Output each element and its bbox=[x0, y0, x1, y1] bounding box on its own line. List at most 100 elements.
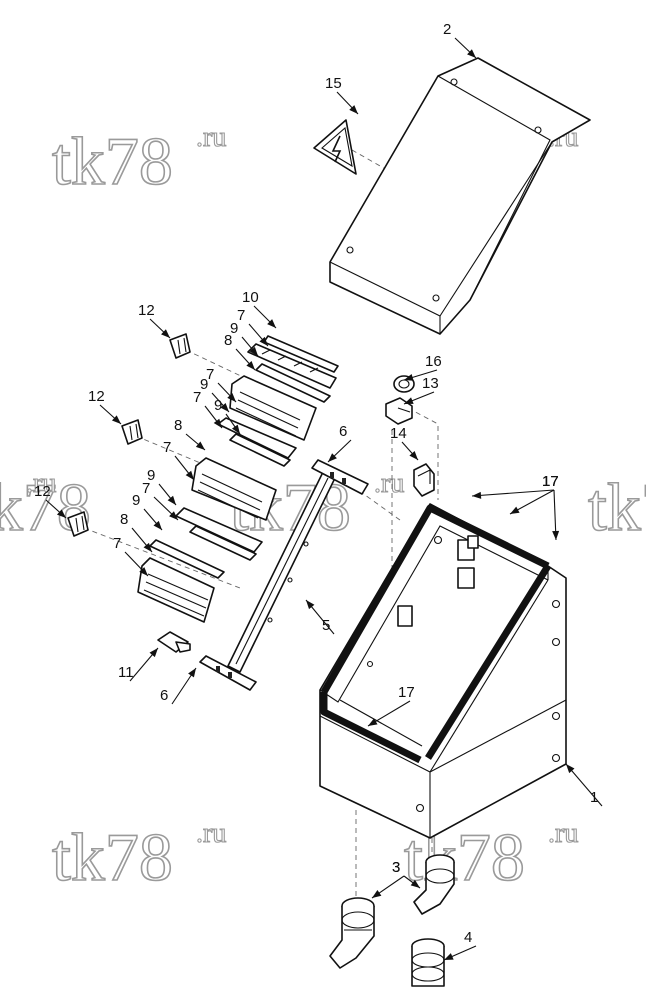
callout-arrowhead bbox=[149, 648, 158, 658]
callout-8: 8 bbox=[120, 511, 153, 553]
callout-6: 6 bbox=[327, 423, 352, 463]
callout-17: 17 bbox=[542, 473, 560, 541]
watermark-suffix: .ru bbox=[374, 468, 404, 499]
callout-arrowhead bbox=[306, 600, 315, 610]
callout-16: 16 bbox=[403, 353, 442, 381]
callout-label: 12 bbox=[138, 302, 155, 319]
part-connector-plug bbox=[157, 631, 191, 653]
callout-6: 6 bbox=[160, 667, 197, 705]
callout-arrowhead bbox=[195, 441, 205, 450]
callout-leader-line bbox=[471, 489, 555, 497]
watermark-text: tk78 bbox=[588, 469, 646, 545]
callout-12: 12 bbox=[138, 302, 171, 339]
callout-7: 7 bbox=[163, 439, 195, 481]
callout-arrowhead bbox=[153, 520, 162, 530]
part-warning-sticker bbox=[313, 119, 357, 175]
callout-label: 9 bbox=[230, 320, 238, 337]
callout-label: 4 bbox=[464, 929, 472, 946]
callout-7: 7 bbox=[206, 366, 237, 403]
callout-4: 4 bbox=[443, 929, 477, 961]
callout-label: 6 bbox=[339, 423, 347, 440]
part-jumper-1 bbox=[169, 333, 191, 359]
callout-7: 7 bbox=[142, 480, 179, 521]
part-end-stop-upper bbox=[311, 459, 369, 495]
callout-label: 13 bbox=[422, 375, 439, 392]
callout-label: 7 bbox=[193, 389, 201, 406]
callout-label: 17 bbox=[542, 473, 559, 490]
callout-arrowhead bbox=[188, 668, 196, 678]
callout-arrowhead bbox=[246, 360, 255, 370]
part-end-stop-lower bbox=[199, 655, 257, 691]
callout-arrowhead bbox=[220, 402, 229, 412]
callout-arrowhead bbox=[372, 890, 382, 898]
callout-17: 17 bbox=[471, 473, 559, 499]
callout-label: 5 bbox=[322, 617, 330, 634]
callout-leader-line bbox=[565, 763, 603, 807]
callout-label: 6 bbox=[160, 687, 168, 704]
callout-label: 8 bbox=[174, 417, 182, 434]
callout-label: 11 bbox=[118, 664, 134, 681]
callout-arrowhead bbox=[467, 49, 476, 58]
callout-arrowhead bbox=[349, 105, 358, 114]
callout-7: 7 bbox=[193, 389, 223, 429]
callout-arrowhead bbox=[368, 718, 378, 726]
part-terminal-block-row-3 bbox=[175, 457, 277, 561]
callout-12: 12 bbox=[88, 388, 122, 425]
callout-label: 8 bbox=[224, 332, 232, 349]
callout-arrowhead bbox=[444, 953, 454, 960]
watermark-suffix: .ru bbox=[548, 818, 578, 849]
part-gasket-seals bbox=[320, 504, 551, 764]
callout-arrowhead bbox=[552, 530, 560, 540]
callout-label: 14 bbox=[390, 425, 407, 442]
callout-arrowhead bbox=[404, 397, 414, 404]
callout-arrowhead bbox=[143, 542, 152, 552]
callout-label: 7 bbox=[142, 480, 150, 497]
callout-arrowhead bbox=[227, 393, 236, 402]
part-cable-gland-left bbox=[329, 897, 375, 969]
watermark-text: tk78 bbox=[52, 123, 173, 199]
callout-arrowhead bbox=[259, 336, 268, 346]
callout-arrowhead bbox=[111, 415, 121, 424]
watermark-suffix: .ru bbox=[196, 122, 226, 153]
watermark-top-left: tk78 .ru bbox=[51, 121, 227, 199]
callout-arrowhead bbox=[328, 453, 337, 462]
callout-11: 11 bbox=[118, 647, 159, 682]
callout-arrowhead bbox=[169, 511, 178, 520]
watermark-suffix: .ru bbox=[26, 468, 56, 499]
callout-arrowhead bbox=[185, 470, 194, 480]
part-cover-lid bbox=[329, 57, 591, 335]
callout-arrowhead bbox=[404, 374, 414, 381]
callout-14: 14 bbox=[390, 425, 419, 461]
callout-12: 12 bbox=[34, 483, 67, 519]
callout-8: 8 bbox=[174, 417, 206, 451]
callout-label: 9 bbox=[214, 397, 222, 414]
callout-label: 1 bbox=[590, 789, 598, 806]
callout-7: 7 bbox=[113, 535, 149, 577]
callout-arrowhead bbox=[249, 346, 258, 356]
callout-label: 10 bbox=[242, 289, 259, 306]
callout-9: 9 bbox=[132, 492, 163, 531]
callout-arrowhead bbox=[409, 450, 418, 460]
callout-2: 2 bbox=[443, 21, 477, 59]
callout-label: 12 bbox=[88, 388, 105, 405]
callout-label: 15 bbox=[325, 75, 342, 92]
callout-10: 10 bbox=[242, 289, 277, 329]
callout-arrowhead bbox=[510, 506, 520, 514]
callout-arrowhead bbox=[267, 319, 276, 328]
callout-label: 17 bbox=[542, 473, 559, 490]
watermark-middle-right: tk78 bbox=[587, 468, 646, 546]
callout-label: 9 bbox=[147, 467, 155, 484]
callout-label: 7 bbox=[113, 535, 121, 552]
callout-17: 17 bbox=[367, 684, 415, 727]
callout-arrowhead bbox=[161, 329, 170, 338]
callout-9: 9 bbox=[214, 397, 241, 435]
callout-label: 9 bbox=[200, 376, 208, 393]
callout-3: 3 bbox=[392, 859, 421, 889]
part-terminal-block-row-4 bbox=[137, 539, 225, 623]
part-cable-gland-right bbox=[413, 854, 455, 915]
callout-9: 9 bbox=[230, 320, 259, 357]
callout-label: 17 bbox=[542, 473, 559, 490]
callout-label: 3 bbox=[392, 859, 400, 876]
callout-arrowhead bbox=[139, 567, 148, 576]
